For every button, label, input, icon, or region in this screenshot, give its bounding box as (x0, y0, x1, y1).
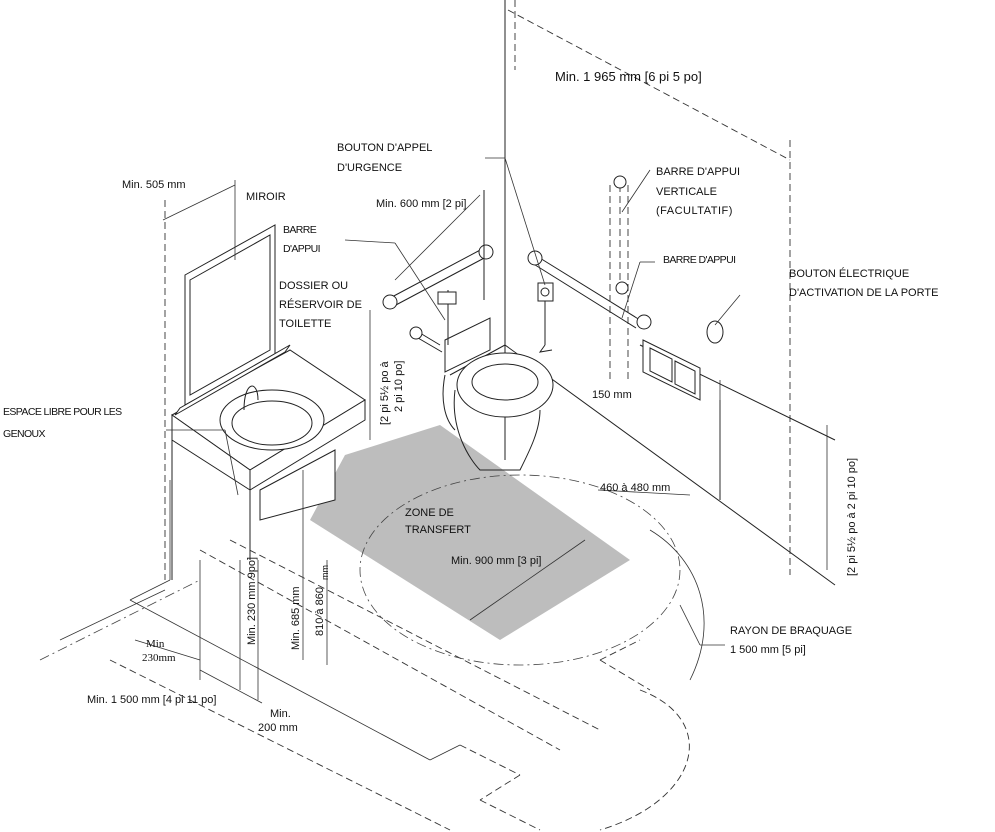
door-button-label-line2: D'ACTIVATION DE LA PORTE (789, 287, 939, 299)
grab-bar-height-left-line1: [2 pi 5½ po à (379, 361, 391, 425)
knee-height-label: Min. 685 mm (290, 586, 302, 650)
turning-radius-circle (359, 474, 705, 831)
counter-height-label: 810 à 860 (314, 587, 326, 636)
knee-clearance-label-line1: ESPACE LIBRE POUR LES (3, 406, 122, 418)
grab-bar-left-label-line1: BARRE (283, 224, 317, 236)
knee-clearance-label-line2: GENOUX (3, 428, 46, 440)
door-button-label-line1: BOUTON ÉLECTRIQUE (789, 268, 910, 280)
counter-height-unit-label: mm (320, 565, 330, 580)
door-activation-button-device (706, 320, 724, 344)
toe-depth-label-line2: 200 mm (258, 722, 298, 734)
back-grab-bar (382, 190, 494, 310)
mirror-label: MIROIR (246, 191, 286, 203)
side-grab-bars (527, 175, 652, 380)
grab-bar-length-label: Min. 600 mm [2 pi] (376, 198, 467, 210)
turning-radius-label-line1: RAYON DE BRAQUAGE (730, 625, 853, 637)
grab-bar-height-left-line2: 2 pi 10 po] (393, 360, 405, 412)
transfer-zone-area (310, 425, 630, 640)
transfer-zone-label-line2: TRANSFERT (405, 524, 471, 536)
emergency-call-button-label-line1: BOUTON D'APPEL (337, 142, 433, 154)
emergency-call-button-device (537, 282, 554, 353)
emergency-call-button-label-line2: D'URGENCE (337, 162, 403, 174)
walls (39, 0, 836, 831)
vertical-grab-bar-label-line1: BARRE D'APPUI (656, 166, 741, 178)
turning-radius-label-line2: 1 500 mm [5 pi] (730, 644, 806, 656)
toilet-paper-dispenser (642, 339, 701, 401)
toilet-backrest-label-line2: RÉSERVOIR DE (279, 299, 362, 311)
transfer-width-label: Min. 900 mm [3 pi] (451, 555, 542, 567)
toe-min-label-line2: 230mm (142, 652, 176, 664)
mirror-width-label: Min. 505 mm (122, 179, 186, 191)
toilet-backrest-label-line1: DOSSIER OU (279, 280, 349, 292)
knee-depth-label: Min. 230 mm 9po] (246, 556, 258, 645)
vertical-grab-bar-label-line3: (FACULTATIF) (656, 205, 733, 217)
overall-width-label: Min. 1 965 mm [6 pi 5 po] (555, 69, 702, 84)
grab-bar-height-right-label: [2 pi 5½ po à 2 pi 10 po] (846, 457, 858, 576)
grab-bar-right-label: BARRE D'APPUI (663, 254, 736, 266)
length-min-label: Min. 1 500 mm [4 pi 11 po] (87, 694, 217, 706)
grab-bar-left-label-line2: D'APPUI (283, 243, 321, 255)
toilet-backrest-label-line3: TOILETTE (279, 318, 332, 330)
vertical-grab-bar-label-line2: VERTICALE (656, 186, 717, 198)
dimension-lines (134, 157, 828, 704)
toilet (409, 290, 554, 471)
toilet-centerline-label: 460 à 480 mm (600, 482, 671, 494)
offset-150-label: 150 mm (592, 389, 632, 401)
toe-depth-label-line1: Min. (270, 708, 291, 720)
toe-min-label-line1: Min (146, 638, 165, 650)
transfer-zone-label-line1: ZONE DE (405, 507, 454, 519)
mirror (184, 224, 276, 406)
vanity-sink (171, 344, 366, 700)
